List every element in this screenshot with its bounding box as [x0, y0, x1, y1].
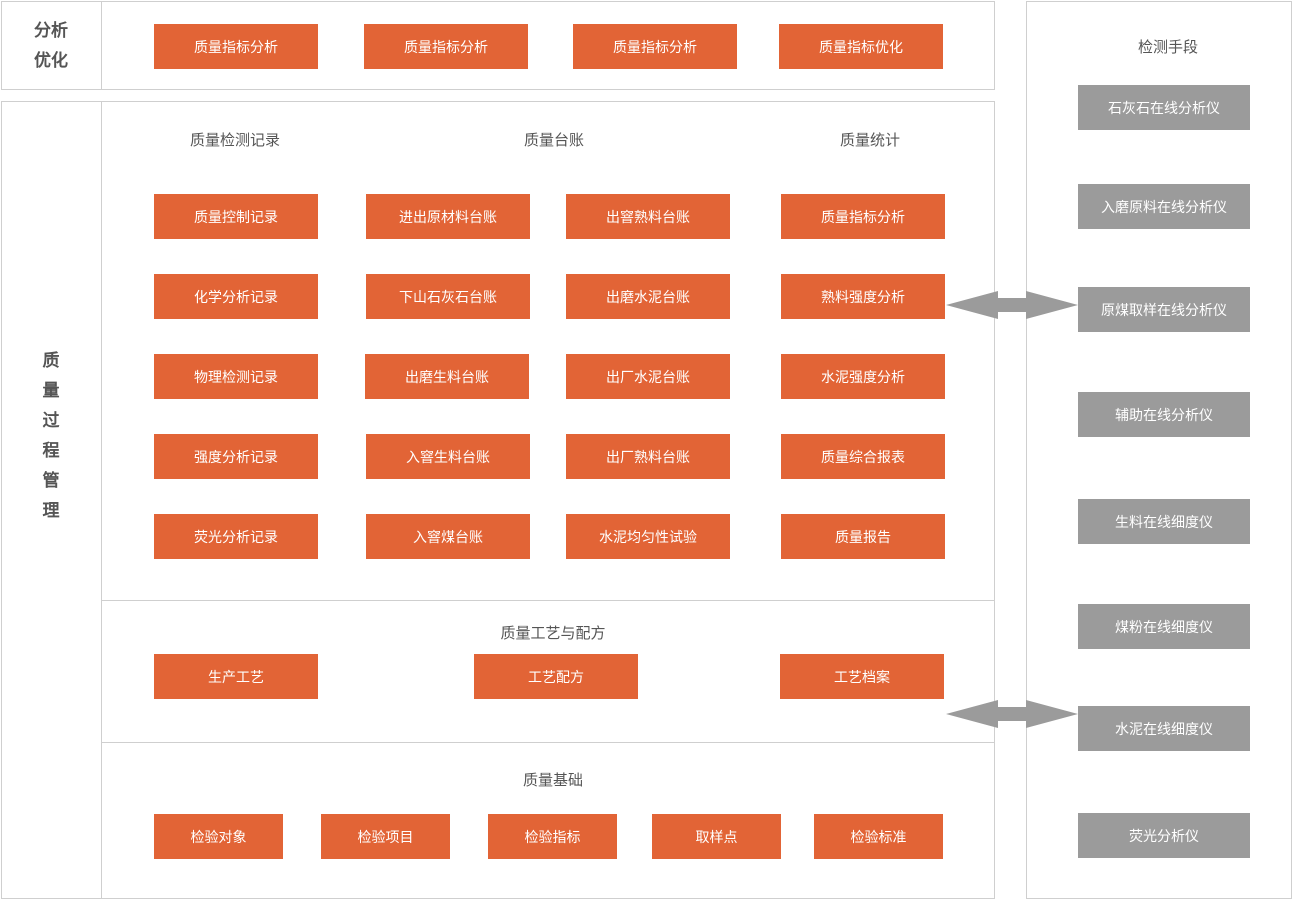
instrument-box[interactable]: 石灰石在线分析仪 — [1078, 85, 1250, 130]
records-heading: 质量检测记录 — [189, 131, 281, 149]
label-char: 管 — [42, 471, 60, 491]
basis-box[interactable]: 检验指标 — [488, 814, 617, 859]
instrument-box[interactable]: 煤粉在线细度仪 — [1078, 604, 1250, 649]
craft-box[interactable]: 工艺档案 — [780, 654, 944, 699]
module-box[interactable]: 质量指标分析 — [154, 24, 318, 69]
label-char: 程 — [42, 441, 60, 461]
label-line-2: 优化 — [34, 50, 68, 71]
detection-panel — [1026, 1, 1292, 899]
record-box[interactable]: 强度分析记录 — [154, 434, 318, 479]
statistics-box[interactable]: 质量综合报表 — [781, 434, 945, 479]
label-char: 过 — [42, 411, 60, 431]
label-char: 质 — [42, 351, 60, 371]
ledger-box[interactable]: 入窨生料台账 — [366, 434, 530, 479]
analysis-optimization-label: 分析 优化 — [1, 1, 101, 90]
ledger-heading: 质量台账 — [523, 131, 585, 149]
record-box[interactable]: 质量控制记录 — [154, 194, 318, 239]
module-box[interactable]: 质量指标分析 — [364, 24, 528, 69]
record-box[interactable]: 化学分析记录 — [154, 274, 318, 319]
label-char: 理 — [42, 501, 60, 521]
ledger-box[interactable]: 出磨生料台账 — [365, 354, 529, 399]
double-arrow-icon — [946, 291, 1078, 319]
ledger-box[interactable]: 出窨熟料台账 — [566, 194, 730, 239]
statistics-box[interactable]: 水泥强度分析 — [781, 354, 945, 399]
record-box[interactable]: 荧光分析记录 — [154, 514, 318, 559]
basis-box[interactable]: 检验项目 — [321, 814, 450, 859]
divider — [101, 600, 995, 601]
statistics-heading: 质量统计 — [839, 131, 901, 149]
statistics-box[interactable]: 质量报告 — [781, 514, 945, 559]
basis-box[interactable]: 检验对象 — [154, 814, 283, 859]
detection-heading: 检测手段 — [1137, 38, 1199, 56]
divider — [101, 101, 102, 899]
divider — [101, 742, 995, 743]
statistics-box[interactable]: 熟料强度分析 — [781, 274, 945, 319]
ledger-box[interactable]: 出厂水泥台账 — [566, 354, 730, 399]
ledger-box[interactable]: 入窨煤台账 — [366, 514, 530, 559]
ledger-box[interactable]: 下山石灰石台账 — [366, 274, 530, 319]
instrument-box[interactable]: 水泥在线细度仪 — [1078, 706, 1250, 751]
ledger-box[interactable]: 出厂熟料台账 — [566, 434, 730, 479]
craft-box[interactable]: 生产工艺 — [154, 654, 318, 699]
module-box[interactable]: 质量指标优化 — [779, 24, 943, 69]
ledger-box[interactable]: 水泥均匀性试验 — [566, 514, 730, 559]
instrument-box[interactable]: 生料在线细度仪 — [1078, 499, 1250, 544]
ledger-box[interactable]: 进出原材料台账 — [366, 194, 530, 239]
double-arrow-icon — [946, 700, 1078, 728]
instrument-box[interactable]: 辅助在线分析仪 — [1078, 392, 1250, 437]
ledger-box[interactable]: 出磨水泥台账 — [566, 274, 730, 319]
divider — [101, 1, 102, 90]
label-line-1: 分析 — [34, 20, 68, 41]
label-char: 量 — [42, 381, 60, 401]
module-box[interactable]: 质量指标分析 — [573, 24, 737, 69]
instrument-box[interactable]: 入磨原料在线分析仪 — [1078, 184, 1250, 229]
record-box[interactable]: 物理检测记录 — [154, 354, 318, 399]
instrument-box[interactable]: 荧光分析仪 — [1078, 813, 1250, 858]
craft-heading: 质量工艺与配方 — [500, 624, 606, 642]
basis-heading: 质量基础 — [522, 771, 584, 789]
statistics-box[interactable]: 质量指标分析 — [781, 194, 945, 239]
process-management-label: 质 量 过 程 管 理 — [1, 346, 101, 526]
craft-box[interactable]: 工艺配方 — [474, 654, 638, 699]
basis-box[interactable]: 取样点 — [652, 814, 781, 859]
basis-box[interactable]: 检验标准 — [814, 814, 943, 859]
instrument-box[interactable]: 原煤取样在线分析仪 — [1078, 287, 1250, 332]
